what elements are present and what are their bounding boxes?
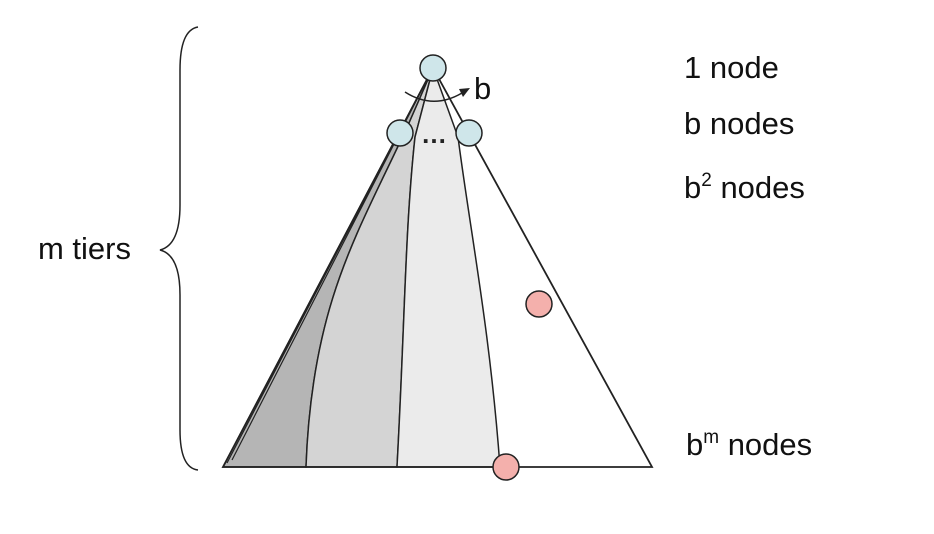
tiers-brace: [159, 26, 199, 471]
child-node-left: [386, 119, 414, 147]
child-node-right: [455, 119, 483, 147]
levelm-base: b: [686, 427, 703, 462]
branch-arrow: [404, 91, 463, 102]
level2-exponent: 2: [701, 170, 712, 191]
goal-node-mid: [525, 290, 553, 318]
tiers-label: m tiers: [38, 231, 131, 266]
level2-base: b: [684, 170, 701, 205]
branch-arrowhead: [459, 88, 470, 97]
goal-node-bottom: [492, 453, 520, 481]
levelm-exponent: m: [703, 427, 719, 448]
level2-suffix: nodes: [712, 170, 805, 205]
root-node: [419, 54, 447, 82]
tier-label-level0: 1 node: [684, 50, 779, 85]
branch-label: b: [474, 71, 491, 106]
tier-label-levelm: bm nodes: [686, 427, 812, 462]
tree-outline: [221, 66, 654, 468]
levelm-suffix: nodes: [719, 427, 812, 462]
tier-label-level1: b nodes: [684, 106, 794, 141]
tier-label-level2: b2 nodes: [684, 170, 805, 205]
children-ellipsis: …: [421, 119, 447, 149]
